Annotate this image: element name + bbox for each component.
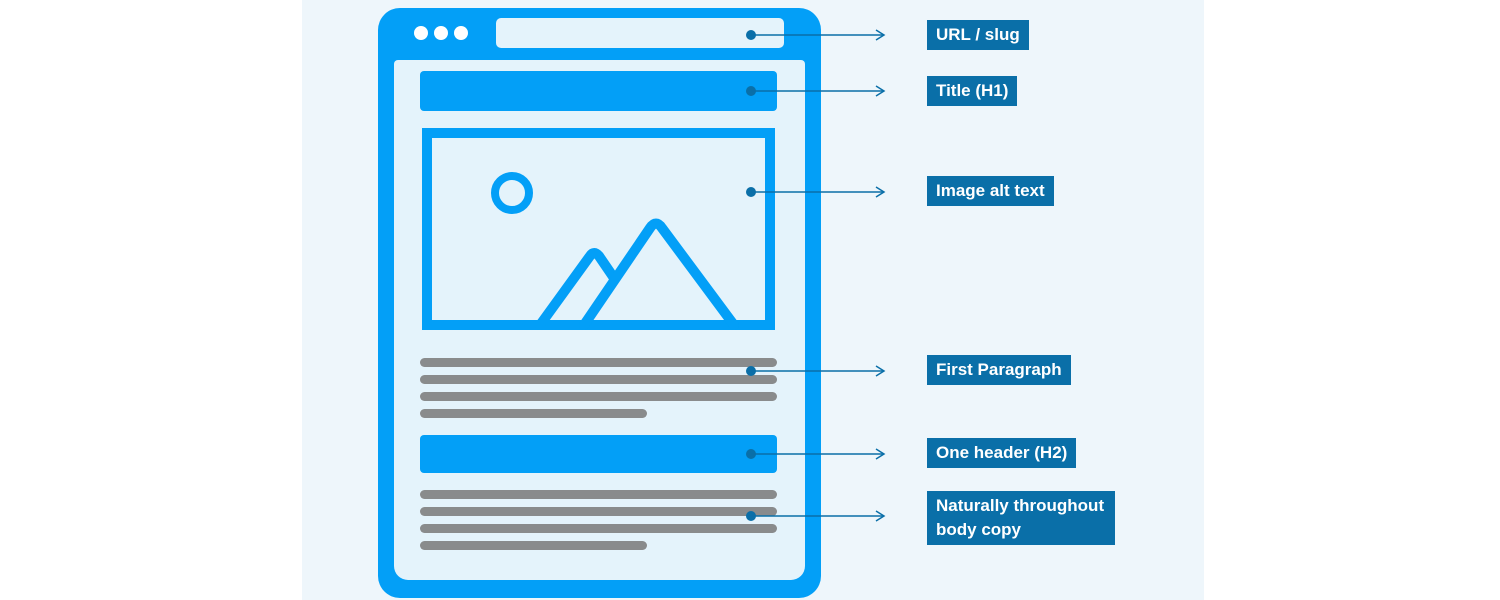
label-one-header-h2: One header (H2): [927, 438, 1077, 468]
paragraph-line: [420, 392, 777, 401]
window-dot-icon: [454, 26, 468, 40]
image-placeholder: [422, 128, 775, 330]
image-frame-border: [422, 128, 775, 330]
label-url-slug: URL / slug: [927, 20, 1029, 50]
body-copy-line: [420, 541, 647, 550]
window-controls: [414, 26, 468, 40]
window-dot-icon: [434, 26, 448, 40]
label-title-h1: Title (H1): [927, 76, 1018, 106]
body-copy-line: [420, 507, 777, 516]
body-copy-line: [420, 490, 777, 499]
label-image-alt-text: Image alt text: [927, 176, 1054, 206]
title-h1-bar: [420, 71, 777, 111]
address-bar: [496, 18, 784, 48]
label-body-copy: Naturally throughout body copy: [927, 491, 1116, 545]
paragraph-line: [420, 409, 647, 418]
sun-icon: [491, 172, 533, 214]
paragraph-line: [420, 375, 777, 384]
large-mountain-icon: [579, 218, 739, 330]
label-first-paragraph: First Paragraph: [927, 355, 1071, 385]
window-dot-icon: [414, 26, 428, 40]
body-copy-line: [420, 524, 777, 533]
header-h2-bar: [420, 435, 777, 473]
paragraph-line: [420, 358, 777, 367]
small-mountain-icon: [535, 248, 619, 330]
